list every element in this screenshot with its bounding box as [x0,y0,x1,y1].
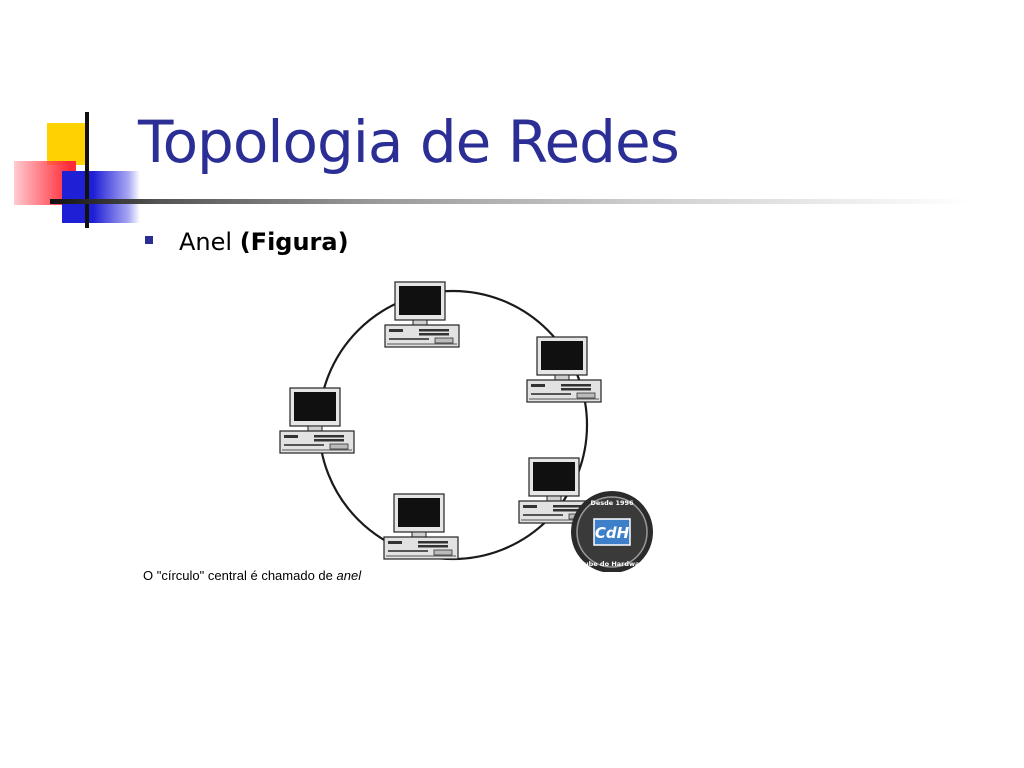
decor-vertical-line [85,112,89,228]
caption-italic-text: anel [336,568,362,583]
logo-badge [593,518,631,546]
computer-icon [526,336,602,403]
title-underline [50,199,970,204]
bullet-square-icon [145,236,153,244]
logo-monogram: CdH [595,524,630,542]
clube-do-hardware-logo: CdH Desde 1996 Clube do Hardware [571,491,653,572]
bullet-bold-text: (Figura) [239,228,349,256]
decor-blue-square [62,171,140,223]
ring-topology-figure: CdH Desde 1996 Clube do Hardware [279,281,653,572]
slide-title: Topologia de Redes [138,108,680,176]
caption-text: O "círculo" central é chamado de [143,568,333,583]
logo-top-text: Desde 1996 [590,499,634,507]
computer-icon [383,493,459,560]
figure-caption: O "círculo" central é chamado de anel [143,568,361,583]
bullet-item: Anel (Figura) [145,228,349,256]
bullet-text: Anel [179,228,233,256]
decor-yellow-square [47,123,89,165]
computer-icon [279,387,355,454]
logo-bottom-text: Clube do Hardware [577,560,648,568]
